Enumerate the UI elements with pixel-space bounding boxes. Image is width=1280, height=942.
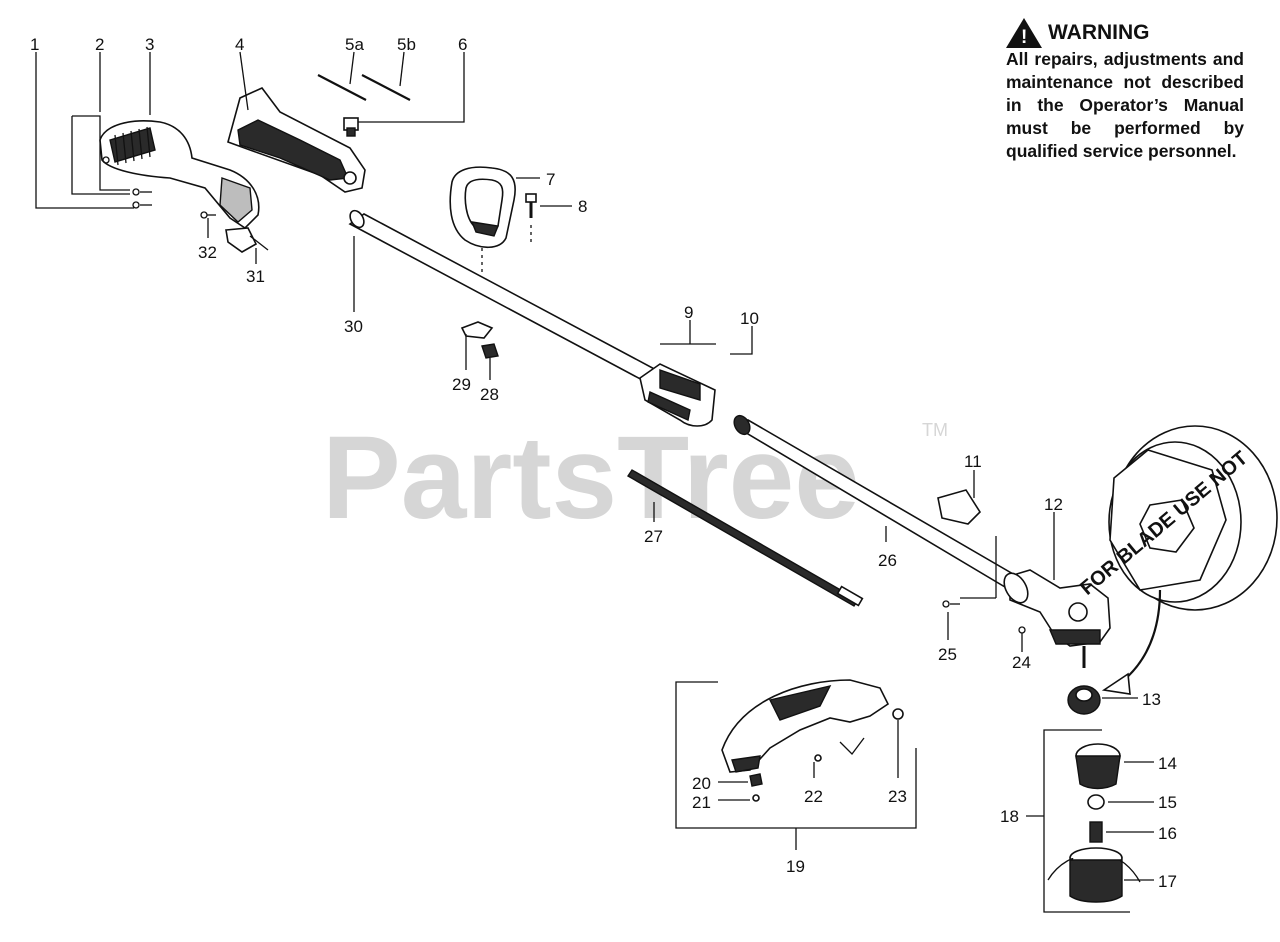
part-main-tube: [348, 209, 662, 383]
callout-10: 10: [740, 309, 759, 328]
part-nut: [1067, 685, 1101, 715]
part-screws-handle: [102, 156, 216, 219]
callout-8: 8: [578, 197, 587, 216]
callout-28: 28: [480, 385, 499, 404]
part-throttle-handle: [99, 120, 260, 230]
callout-5b: 5b: [397, 35, 416, 54]
trimmer-head-group: [1043, 729, 1141, 913]
part-shield-bracket: [937, 489, 982, 525]
part-drive-shaft: [627, 469, 864, 607]
callout-30: 30: [344, 317, 363, 336]
leader-lines: [35, 51, 1154, 881]
part-bushing: [1089, 821, 1103, 843]
warning-triangle-icon: !: [1006, 18, 1042, 48]
callout-4: 4: [235, 35, 244, 54]
callout-11: 11: [964, 452, 982, 471]
callout-13: 13: [1142, 690, 1161, 709]
callout-17: 17: [1158, 872, 1177, 891]
part-stop-switch: [343, 117, 359, 137]
callout-18: 18: [1000, 807, 1019, 826]
callout-21: 21: [692, 793, 711, 812]
callout-31: 31: [246, 267, 265, 286]
part-throttle-trigger: [225, 227, 269, 253]
part-cap: [1075, 743, 1121, 790]
callout-1: 1: [30, 35, 39, 54]
callout-16: 16: [1158, 824, 1177, 843]
callout-labels: 1 2 3 4 5a 5b 6 7 8 9 10 11 12 13 14 15 …: [30, 35, 1177, 891]
callout-6: 6: [458, 35, 467, 54]
part-pins: [317, 74, 411, 101]
part-gear-head: [1003, 569, 1111, 668]
callout-9: 9: [684, 303, 693, 322]
callout-29: 29: [452, 375, 471, 394]
callout-20: 20: [692, 774, 711, 793]
part-blade-cover-warning: FOR BLADE USE NOT: [1076, 425, 1278, 695]
part-gear-head-screws: [942, 600, 1026, 640]
callout-19: 19: [786, 857, 805, 876]
callout-22: 22: [804, 787, 823, 806]
watermark-trademark: TM: [922, 420, 948, 440]
part-grass-shield: [675, 679, 917, 829]
part-handle-cover: [227, 87, 366, 193]
callout-12: 12: [1044, 495, 1063, 514]
part-clamp: [460, 321, 499, 359]
warning-title: WARNING: [1048, 21, 1150, 44]
callout-7: 7: [546, 170, 555, 189]
callout-3: 3: [145, 35, 154, 54]
warning-notice: ! WARNING All repairs, adjustments and m…: [1006, 18, 1244, 163]
part-loop-handle: [449, 166, 516, 249]
warning-text: All repairs, adjustments and maintenance…: [1006, 49, 1244, 161]
callout-25: 25: [938, 645, 957, 664]
part-tube-coupler: [639, 363, 716, 427]
callout-2: 2: [95, 35, 104, 54]
callout-24: 24: [1012, 653, 1031, 672]
part-bolt: [525, 193, 537, 218]
callout-27: 27: [644, 527, 663, 546]
part-spool-head: [1047, 847, 1141, 903]
watermark-brand: PartsTree: [322, 412, 860, 544]
callout-32: 32: [198, 243, 217, 262]
callout-5a: 5a: [345, 35, 364, 54]
part-washer: [1087, 794, 1105, 810]
warning-heading: ! WARNING: [1006, 18, 1244, 48]
callout-23: 23: [888, 787, 907, 806]
callout-26: 26: [878, 551, 897, 570]
callout-15: 15: [1158, 793, 1177, 812]
callout-14: 14: [1158, 754, 1177, 773]
